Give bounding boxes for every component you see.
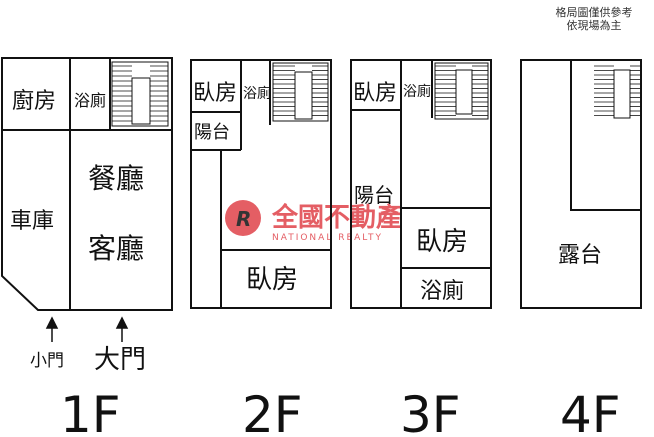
floor-label-3f: 3F [400, 386, 461, 437]
svg-text:R: R [236, 207, 251, 231]
floor-label-4f: 4F [560, 386, 621, 437]
disclaimer-line-1: 格局圖僅供參考 [555, 6, 633, 19]
floor-2f [190, 59, 332, 309]
room-terrace-4f: 露台 [558, 243, 602, 268]
watermark: R 全國不動產 NATIONAL REALTY [225, 200, 402, 243]
arrow-up-icon [45, 316, 59, 329]
watermark-sub: NATIONAL REALTY [272, 233, 383, 243]
floor-label-2f: 2F [242, 386, 303, 437]
room-bath-b-3f: 浴廁 [420, 279, 464, 304]
watermark-logo-icon [225, 200, 261, 236]
door-arrows-1f [45, 316, 129, 342]
door-small-label: 小門 [30, 351, 64, 371]
room-bath-1f: 浴廁 [74, 91, 106, 110]
floor-3f [350, 59, 492, 309]
disclaimer-line-2: 依現場為主 [566, 19, 622, 32]
stairs-1f [111, 61, 169, 127]
room-living-1f: 客廳 [88, 232, 144, 265]
disclaimer-note: 格局圖僅供參考 依現場為主 [540, 6, 648, 32]
room-bedroom-a-2f: 臥房 [193, 81, 237, 106]
room-bedroom-b-3f: 臥房 [416, 227, 468, 257]
room-balcony-2f: 陽台 [194, 122, 230, 143]
room-bath-2f: 浴廁 [243, 85, 271, 102]
room-garage-1f: 車庫 [10, 209, 54, 234]
room-bath-a-3f: 浴廁 [403, 83, 431, 100]
room-bedroom-a-3f: 臥房 [353, 81, 397, 106]
watermark-name: 全國不動產 [271, 202, 402, 233]
room-kitchen-1f: 廚房 [12, 89, 56, 114]
door-main-label: 大門 [94, 345, 146, 375]
room-dining-1f: 餐廳 [88, 162, 144, 195]
floor-label-1f: 1F [60, 386, 121, 437]
floor-4f [520, 59, 642, 309]
arrow-up-icon [115, 316, 129, 329]
room-bedroom-b-2f: 臥房 [246, 265, 298, 295]
room-balcony-3f: 陽台 [354, 183, 394, 207]
floor-1f [1, 57, 173, 311]
